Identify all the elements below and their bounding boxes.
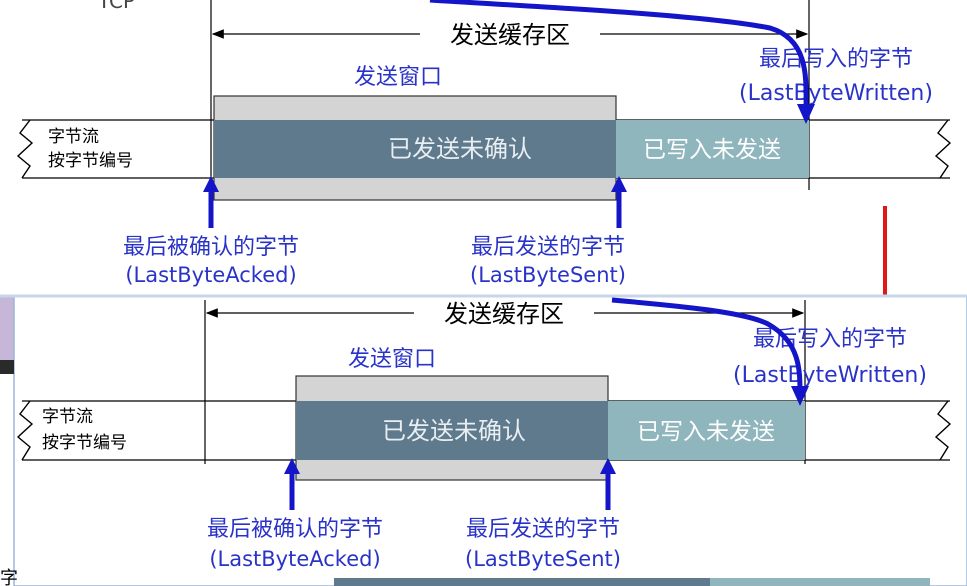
top-last-acked-en: (LastByteAcked): [125, 263, 296, 287]
background-fragment-light: [710, 578, 930, 586]
top-written-unsent-segment: [616, 120, 809, 178]
bottom-last-written-en: (LastByteWritten): [733, 363, 927, 388]
bottom-stream-label-1: 字节流: [42, 407, 93, 427]
top-buffer-label: 发送缓存区: [450, 21, 570, 49]
top-last-acked-arrowhead: [203, 176, 219, 192]
bottom-last-acked-arrowhead: [284, 458, 300, 474]
bottom-left-break-icon: [16, 400, 34, 461]
bottom-sent-unacked-segment: [296, 401, 608, 460]
bottom-last-acked-en: (LastByteAcked): [209, 547, 380, 571]
left-decor-shape: [0, 296, 14, 372]
top-stream-label-1: 字节流: [48, 127, 99, 147]
bottom-last-sent-arrowhead: [600, 458, 616, 474]
top-cut-label: TCP: [97, 0, 135, 13]
background-fragment-dark: [334, 578, 710, 586]
top-last-sent-arrowhead: [611, 176, 627, 192]
bottom-stream-label-2: 按字节编号: [42, 433, 127, 453]
bottom-last-written-arrowhead: [791, 386, 809, 406]
top-last-written-cn: 最后写入的字节: [759, 47, 913, 72]
top-last-sent-en: (LastByteSent): [470, 263, 626, 287]
top-stream-label-2: 按字节编号: [48, 151, 133, 171]
bottom-written-unsent-label: 已写入未发送: [637, 419, 775, 445]
bottom-buffer-label: 发送缓存区: [444, 300, 564, 328]
bottom-last-sent-cn: 最后发送的字节: [466, 517, 620, 542]
top-panel: TCP 发送缓存区 发送窗口 已发送未确认 已写入未发送 字节流 按字节编号 最…: [16, 0, 952, 287]
background-fragment-text: 字: [0, 568, 18, 586]
top-sent-unacked-label: 已发送未确认: [388, 135, 532, 163]
bottom-panel: 发送缓存区 发送窗口 已发送未确认 已写入未发送 字节流 按字节编号 最后写入的…: [0, 294, 967, 586]
top-written-unsent-label: 已写入未发送: [643, 137, 781, 163]
top-left-break-icon: [16, 119, 34, 179]
top-last-written-arrowhead: [797, 104, 815, 124]
bottom-written-unsent-segment: [608, 401, 805, 460]
top-last-written-en: (LastByteWritten): [739, 81, 933, 106]
top-sent-unacked-segment: [214, 120, 616, 178]
bottom-window-label: 发送窗口: [348, 347, 436, 372]
top-last-written-arrow: [429, 0, 809, 113]
top-last-acked-cn: 最后被确认的字节: [123, 235, 299, 260]
top-window-label: 发送窗口: [354, 65, 442, 90]
bottom-right-break-icon: [934, 400, 952, 461]
left-dark-bar: [0, 360, 14, 374]
top-last-sent-cn: 最后发送的字节: [471, 235, 625, 260]
bottom-last-acked-cn: 最后被确认的字节: [207, 517, 383, 542]
top-right-break-icon: [934, 119, 952, 179]
bottom-sent-unacked-label: 已发送未确认: [382, 417, 526, 445]
bottom-last-sent-en: (LastByteSent): [465, 547, 621, 571]
bottom-last-written-arrow: [611, 297, 803, 395]
